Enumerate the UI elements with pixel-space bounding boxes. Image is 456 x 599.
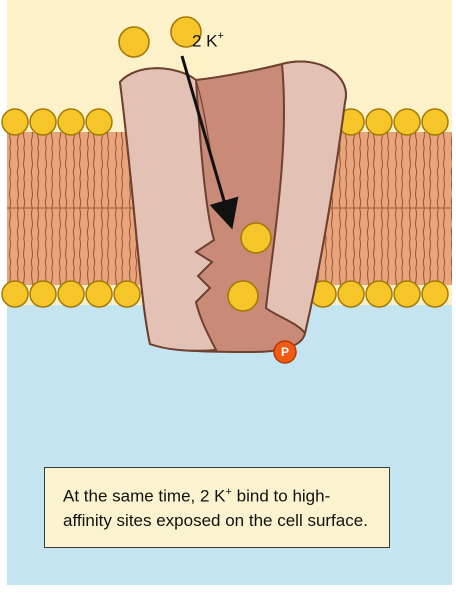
potassium-ion-label: 2 K+ bbox=[192, 31, 224, 52]
lipid-head bbox=[422, 109, 448, 135]
lipid-head bbox=[86, 281, 112, 307]
potassium-ion-bound-2 bbox=[228, 281, 258, 311]
lipid-head bbox=[394, 281, 420, 307]
phosphate-label: P bbox=[275, 341, 295, 361]
lipid-head bbox=[338, 281, 364, 307]
lipid-head bbox=[86, 109, 112, 135]
lipid-head bbox=[58, 281, 84, 307]
lipid-head bbox=[30, 281, 56, 307]
potassium-ion-outside-1 bbox=[119, 27, 149, 57]
lipid-head bbox=[30, 109, 56, 135]
lipid-head bbox=[366, 281, 392, 307]
caption-text-part1: At the same time, 2 K bbox=[63, 487, 226, 506]
lipid-head bbox=[2, 281, 28, 307]
caption-box: At the same time, 2 K+ bind to high-affi… bbox=[44, 467, 390, 548]
potassium-ion-bound-1 bbox=[241, 223, 271, 253]
lipid-head bbox=[422, 281, 448, 307]
lipid-head bbox=[394, 109, 420, 135]
lipid-head bbox=[2, 109, 28, 135]
lipid-head bbox=[114, 281, 140, 307]
lipid-head bbox=[366, 109, 392, 135]
lipid-head bbox=[58, 109, 84, 135]
